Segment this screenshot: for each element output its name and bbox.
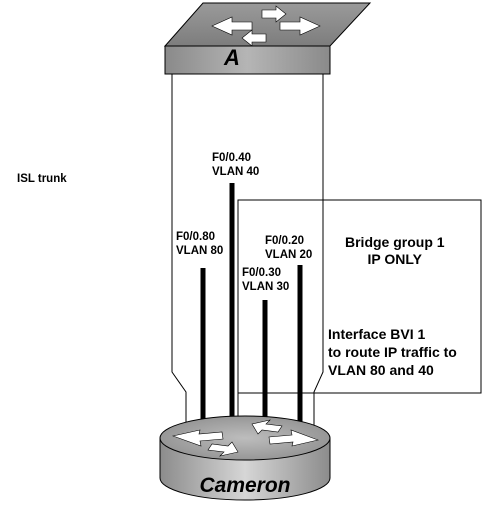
subif-vlan: VLAN 30	[242, 280, 290, 293]
bvi-note-line2: to route IP traffic to	[328, 344, 457, 361]
router-name: Cameron	[199, 474, 291, 497]
subif-vlan: VLAN 20	[265, 248, 313, 261]
bridge-group-box	[237, 199, 482, 419]
subif-label-vlan-40: F0/0.40 VLAN 40	[212, 152, 259, 180]
router-icon	[159, 415, 331, 501]
subif-interface: F0/0.20	[265, 235, 304, 247]
isl-trunk-label: ISL trunk	[17, 173, 67, 185]
bvi-note-line3: VLAN 80 and 40	[328, 362, 434, 379]
subif-interface: F0/0.30	[242, 267, 281, 279]
subif-interface: F0/0.80	[176, 231, 215, 243]
switch-icon	[163, 2, 372, 75]
subif-interface: F0/0.40	[212, 152, 251, 164]
subif-vlan: VLAN 80	[176, 244, 224, 257]
bridge-group-subtitle: IP ONLY	[367, 250, 423, 267]
subif-label-vlan-80: F0/0.80 VLAN 80	[176, 231, 223, 259]
bridge-group-label: Bridge group 1 IP ONLY	[345, 234, 445, 268]
bvi-note-line1: Interface BVI 1	[328, 326, 426, 342]
isl-trunk-outline	[171, 68, 324, 448]
bvi-note: Interface BVI 1 to route IP traffic to V…	[328, 325, 457, 380]
subif-label-vlan-20: F0/0.20 VLAN 20	[265, 235, 312, 263]
bridge-group-title: Bridge group 1	[345, 234, 445, 250]
switch-name: A	[224, 45, 240, 70]
subif-label-vlan-30: F0/0.30 VLAN 30	[242, 267, 289, 295]
subif-vlan: VLAN 40	[212, 165, 260, 178]
